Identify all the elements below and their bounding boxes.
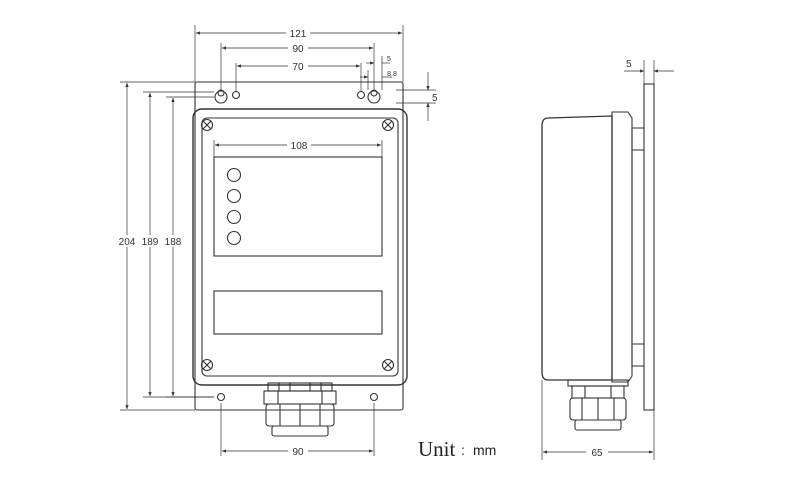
screw-top-left: [200, 118, 214, 132]
side-enclosure-body: [541, 115, 613, 381]
front-dimension-labels: 121 90 70 5 8.8 5 108 204 189 188 90: [115, 27, 438, 458]
mount-hole-top-left: [231, 90, 241, 100]
dim-label-5-flange: 5: [626, 59, 632, 70]
dim-label-5-right: 5: [432, 93, 438, 104]
dim-label-70: 70: [292, 62, 304, 73]
dim-label-189: 189: [142, 237, 159, 248]
side-dimension-lines: [541, 60, 674, 460]
mount-hole-bottom-left: [216, 392, 226, 402]
indicator-led-1: [226, 167, 242, 183]
screw-bottom-right: [381, 358, 395, 372]
keyhole-slot-left: [214, 89, 228, 104]
screw-bottom-left: [200, 358, 214, 372]
side-mounting-flange: [643, 83, 655, 411]
side-dimension-labels: 5 65: [586, 59, 632, 459]
mount-hole-bottom-right: [369, 392, 379, 402]
dim-label-65: 65: [591, 448, 603, 459]
unit-label-word: Unit: [418, 437, 456, 461]
dim-label-90-bottom: 90: [292, 447, 304, 458]
cable-gland-front: [263, 382, 337, 437]
unit-label-separator: :: [461, 442, 465, 458]
dim-label-188: 188: [165, 237, 182, 248]
dim-label-90-top: 90: [292, 44, 304, 55]
mounting-plate: [194, 81, 404, 411]
dim-label-204: 204: [119, 237, 136, 248]
indicator-led-2: [226, 188, 242, 204]
dim-label-121: 121: [290, 29, 307, 40]
dim-label-8-8: 8.8: [387, 71, 397, 78]
side-view: [541, 83, 655, 431]
enclosure-body: [192, 108, 408, 386]
side-enclosure-lid: [611, 111, 633, 383]
dim-label-5-small: 5: [387, 56, 391, 63]
mount-hole-top-right: [356, 90, 366, 100]
cable-gland-side: [567, 379, 629, 431]
indicator-window: [213, 156, 383, 257]
indicator-led-3: [226, 209, 242, 225]
front-view: [192, 81, 408, 437]
keyhole-slot-right: [367, 89, 381, 104]
label-area: [213, 290, 383, 335]
screw-top-right: [381, 118, 395, 132]
indicator-led-4: [226, 230, 242, 246]
unit-label: Unit : mm: [418, 437, 496, 461]
enclosure-lid: [201, 117, 399, 377]
unit-label-mm: mm: [473, 442, 496, 458]
dim-label-108: 108: [291, 141, 308, 152]
